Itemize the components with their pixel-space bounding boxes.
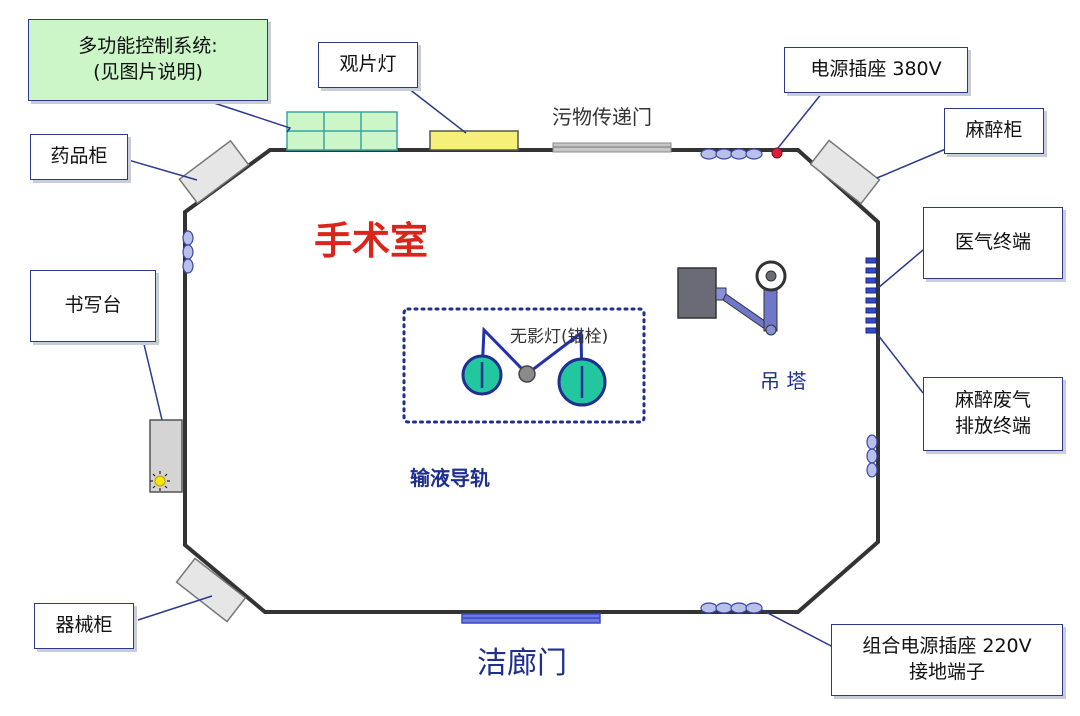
drug-cabinet bbox=[178, 139, 250, 205]
combo-power-line1: 组合电源插座 220V bbox=[862, 635, 1032, 658]
anesthesia-cabinet-label: 麻醉柜 bbox=[965, 119, 1023, 142]
socket-group-top bbox=[700, 148, 763, 160]
callout-leaders bbox=[117, 77, 949, 649]
callout-control-system: 多功能控制系统: (见图片说明) bbox=[28, 19, 268, 101]
film-viewer-label: 观片灯 bbox=[339, 53, 397, 76]
power-380-label: 电源插座 380V bbox=[810, 58, 942, 81]
pendant-label: 吊 塔 bbox=[760, 369, 807, 393]
drug-cabinet-label: 药品柜 bbox=[50, 145, 108, 168]
control-panel bbox=[286, 111, 398, 151]
socket-group-right bbox=[866, 434, 878, 478]
callout-anesthesia-cabinet: 麻醉柜 bbox=[944, 108, 1044, 154]
infusion-rail-label: 输液导轨 bbox=[410, 466, 490, 490]
callout-writing-desk: 书写台 bbox=[30, 270, 156, 342]
anesthesia-exhaust-line1: 麻醉废气 bbox=[954, 389, 1031, 412]
callout-power-380: 电源插座 380V bbox=[784, 47, 968, 93]
control-system-line2: (见图片说明) bbox=[93, 61, 203, 83]
callout-combo-power: 组合电源插座 220V 接地端子 bbox=[831, 624, 1063, 696]
film-viewer bbox=[429, 130, 519, 151]
clean-corridor-door-label: 洁廊门 bbox=[477, 646, 567, 681]
anesthesia-exhaust-line2: 排放终端 bbox=[954, 415, 1031, 437]
callout-anesthesia-exhaust: 麻醉废气 排放终端 bbox=[923, 377, 1063, 451]
callout-medical-gas: 医气终端 bbox=[923, 207, 1063, 279]
control-system-line1: 多功能控制系统: bbox=[78, 35, 218, 58]
pendant-tower bbox=[677, 260, 787, 336]
callout-film-viewer: 观片灯 bbox=[318, 42, 418, 88]
instrument-cabinet-label: 器械柜 bbox=[55, 614, 113, 637]
writing-desk-label: 书写台 bbox=[64, 294, 122, 317]
shadowless-lamp-zone bbox=[402, 307, 646, 424]
desk-lamp-icon bbox=[150, 471, 170, 491]
socket-group-bottom bbox=[700, 602, 763, 614]
power-socket-380 bbox=[771, 147, 783, 159]
anesthesia-cabinet bbox=[809, 139, 881, 205]
shadowless-lamp bbox=[461, 326, 607, 407]
room-title: 手术室 bbox=[314, 219, 429, 263]
shadowless-lamp-label: 无影灯(锚栓) bbox=[510, 327, 609, 347]
socket-group-left bbox=[182, 230, 194, 274]
instrument-cabinet bbox=[175, 557, 247, 623]
dirty-pass-door-label: 污物传递门 bbox=[552, 105, 652, 129]
medical-gas-label: 医气终端 bbox=[954, 231, 1031, 254]
medical-gas-terminals bbox=[865, 257, 877, 334]
callout-instrument-cabinet: 器械柜 bbox=[34, 603, 134, 649]
combo-power-line2: 接地端子 bbox=[908, 661, 985, 683]
callout-drug-cabinet: 药品柜 bbox=[30, 134, 128, 180]
